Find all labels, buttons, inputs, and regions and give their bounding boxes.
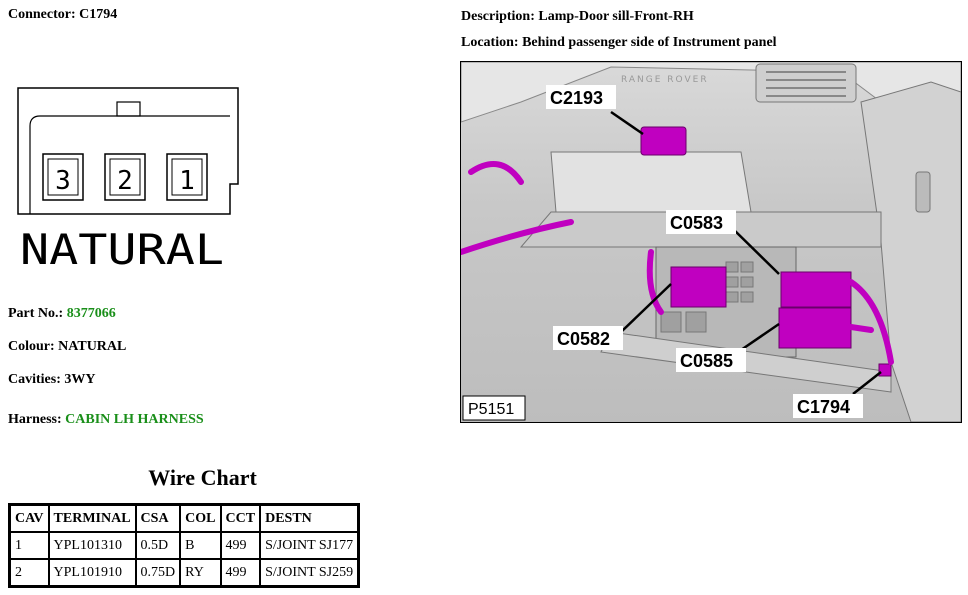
cell-cct: 499 [219, 558, 262, 588]
cavities-line: Cavities: 3WY [8, 372, 96, 388]
part-no-link[interactable]: 8377066 [66, 306, 116, 321]
part-no-label: Part No.: [8, 306, 64, 321]
location-illustration-drawing: RANGE ROVER [461, 62, 961, 422]
cavity-2: 2 [104, 153, 146, 201]
header-cct: CCT [219, 503, 262, 533]
cavities-label: Cavities: [8, 372, 61, 387]
callout-c0582: C0582 [557, 329, 610, 349]
callout-c1794: C1794 [797, 397, 850, 417]
location-label: Location: [461, 35, 519, 50]
cell-col: B [179, 531, 222, 560]
wire-chart-header-row: CAV TERMINAL CSA COL CCT DESTN [8, 503, 360, 533]
cavity-3-number: 3 [55, 166, 71, 196]
cavity-1-number: 1 [179, 166, 195, 196]
photo-reference: P5151 [468, 401, 514, 418]
header-destn: DESTN [259, 503, 360, 533]
wire-chart-title: Wire Chart [148, 465, 257, 490]
header-csa: CSA [134, 503, 182, 533]
cell-col: RY [179, 558, 222, 588]
cell-destn: S/JOINT SJ177 [259, 531, 360, 560]
cavities-value: 3WY [64, 372, 96, 387]
connector-colour-text: NATURAL [20, 225, 224, 271]
harness-link[interactable]: CABIN LH HARNESS [65, 412, 204, 427]
callout-c0585: C0585 [680, 351, 733, 371]
connector-value: C1794 [79, 7, 118, 22]
brand-emboss: RANGE ROVER [621, 75, 709, 85]
cell-cav: 2 [8, 558, 50, 588]
cell-cav: 1 [8, 531, 50, 560]
cell-destn: S/JOINT SJ259 [259, 558, 360, 588]
colour-label: Colour: [8, 339, 55, 354]
connector-label: Connector: [8, 7, 76, 22]
cavity-1: 1 [166, 153, 208, 201]
description-label: Description: [461, 9, 535, 24]
cell-csa: 0.5D [134, 531, 182, 560]
cell-cct: 499 [219, 531, 262, 560]
cavity-2-number: 2 [117, 166, 133, 196]
connector-line: Connector: C1794 [8, 7, 117, 23]
callout-c0583: C0583 [670, 213, 723, 233]
cell-csa: 0.75D [134, 558, 182, 588]
table-row: 1 YPL101310 0.5D B 499 S/JOINT SJ177 [8, 531, 360, 560]
colour-line: Colour: NATURAL [8, 339, 126, 355]
harness-label: Harness: [8, 412, 62, 427]
cell-terminal: YPL101910 [47, 558, 137, 588]
location-value: Behind passenger side of Instrument pane… [522, 35, 777, 50]
part-no-line: Part No.: 8377066 [8, 306, 116, 322]
table-row: 2 YPL101910 0.75D RY 499 S/JOINT SJ259 [8, 558, 360, 588]
location-illustration: RANGE ROVER [460, 61, 962, 423]
header-cav: CAV [8, 503, 50, 533]
wire-chart-table: CAV TERMINAL CSA COL CCT DESTN 1 YPL1013… [8, 503, 361, 588]
description-line: Description: Lamp-Door sill-Front-RH [461, 9, 694, 25]
header-terminal: TERMINAL [47, 503, 137, 533]
connector-face-diagram: 3 2 1 NATURAL [17, 87, 239, 271]
harness-line: Harness: CABIN LH HARNESS [8, 412, 204, 428]
header-col: COL [179, 503, 222, 533]
cell-terminal: YPL101310 [47, 531, 137, 560]
location-line: Location: Behind passenger side of Instr… [461, 35, 777, 51]
description-value: Lamp-Door sill-Front-RH [538, 9, 694, 24]
cavity-3: 3 [42, 153, 84, 201]
callout-c2193: C2193 [550, 88, 603, 108]
colour-value: NATURAL [58, 339, 127, 354]
